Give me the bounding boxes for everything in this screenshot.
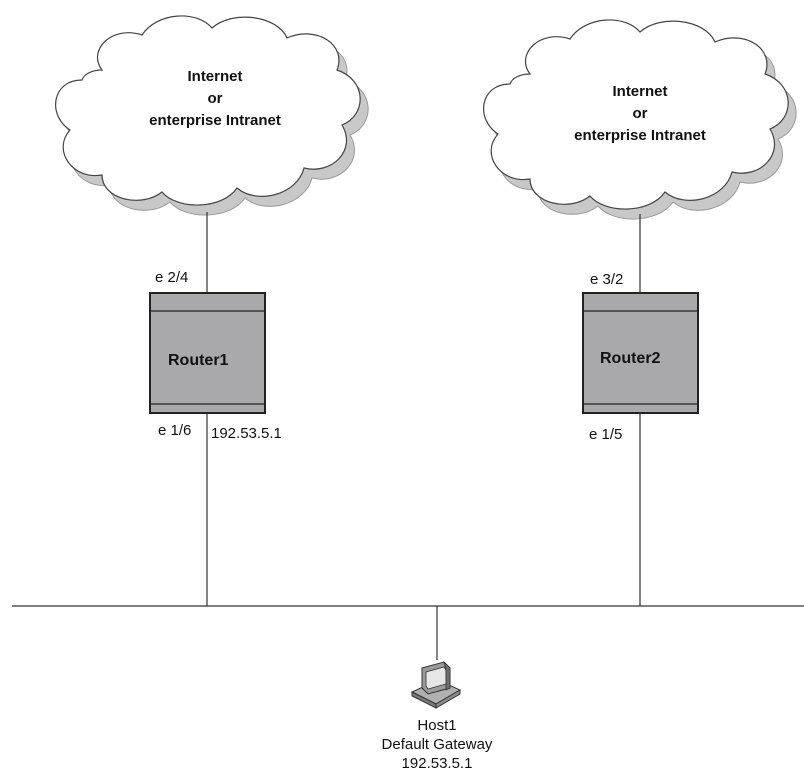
router1-upper-port: e 2/4: [155, 269, 189, 286]
cloud2-line1: Internet: [612, 83, 668, 100]
cloud1-line3: enterprise Intranet: [149, 112, 281, 129]
router2-upper-port: e 3/2: [590, 271, 624, 288]
host-name: Host1: [417, 717, 457, 734]
router1-name: Router1: [168, 352, 229, 369]
cloud2-line3: enterprise Intranet: [574, 127, 706, 144]
host-label: Host1 Default Gateway 192.53.5.1: [337, 716, 537, 773]
router2-lower-port: e 1/5: [589, 426, 623, 443]
cloud1-line1: Internet: [187, 68, 243, 85]
cloud1-line2: or: [207, 90, 223, 107]
cloud2-line2: or: [632, 105, 648, 122]
computer-icon: [410, 660, 462, 709]
cloud1-label: Internet or enterprise Intranet: [115, 66, 315, 132]
host-gateway-ip: 192.53.5.1: [401, 755, 473, 772]
router1-lower-ip: 192.53.5.1: [211, 425, 282, 442]
host-gateway-label: Default Gateway: [381, 736, 493, 753]
router2: [582, 292, 699, 414]
router1-lower-port: e 1/6: [158, 422, 192, 439]
router1: [149, 292, 266, 414]
cloud2-label: Internet or enterprise Intranet: [540, 81, 740, 147]
router2-name: Router2: [600, 350, 661, 367]
